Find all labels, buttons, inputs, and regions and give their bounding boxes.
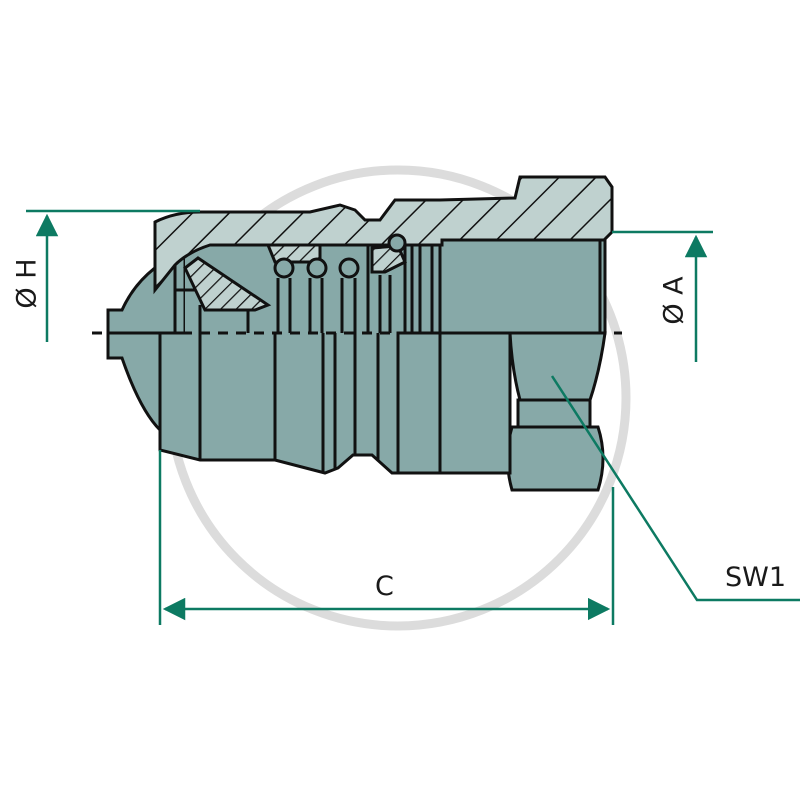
- dimension-length-c: [158, 450, 615, 625]
- label-diameter-a: Ø A: [658, 276, 690, 325]
- label-wrench-size: SW1: [725, 562, 787, 593]
- label-diameter-h: Ø H: [11, 258, 43, 309]
- dimension-diameter-a: [612, 230, 713, 362]
- leader-wrench-size: [550, 375, 800, 602]
- coupling-body: [106, 236, 607, 492]
- locking-balls: [273, 233, 407, 279]
- locking-sleeve-section: [183, 256, 272, 312]
- label-length-c: C: [375, 571, 394, 602]
- outer-sleeve-section: [153, 175, 614, 295]
- dimension-diameter-h: [26, 209, 200, 342]
